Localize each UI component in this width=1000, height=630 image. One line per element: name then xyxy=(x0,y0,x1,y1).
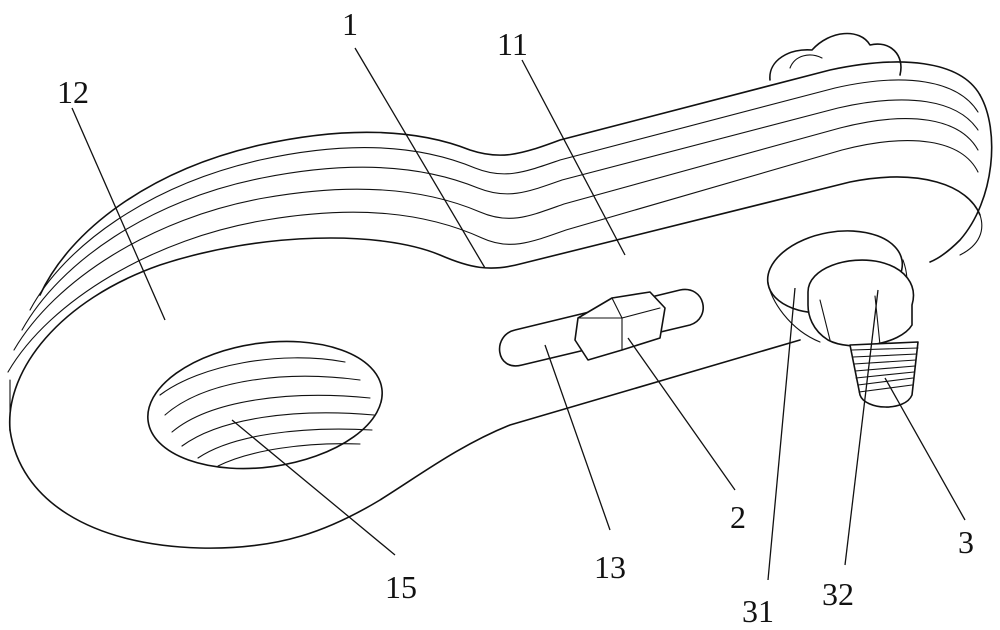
label-1: 1 xyxy=(342,6,358,42)
label-12: 12 xyxy=(57,74,89,110)
leader-32 xyxy=(844,289,879,566)
leader-12 xyxy=(71,107,166,321)
slider-2 xyxy=(574,291,666,361)
leader-1 xyxy=(354,47,486,269)
leader-31 xyxy=(767,287,796,581)
label-11: 11 xyxy=(497,26,528,62)
leader-15 xyxy=(231,419,396,556)
label-13: 13 xyxy=(594,549,626,585)
label-15: 15 xyxy=(385,569,417,605)
reference-numerals: 12 1 11 15 13 2 31 32 3 xyxy=(57,6,974,629)
label-2: 2 xyxy=(730,499,746,535)
label-32: 32 xyxy=(822,576,854,612)
leader-13 xyxy=(544,344,611,531)
bolt-assembly xyxy=(766,230,919,408)
leader-11 xyxy=(521,59,626,256)
leader-lines xyxy=(71,47,966,581)
label-31: 31 xyxy=(742,593,774,629)
leader-2 xyxy=(627,337,736,491)
label-3: 3 xyxy=(958,524,974,560)
hole-15 xyxy=(147,340,383,470)
leader-3 xyxy=(884,377,966,521)
